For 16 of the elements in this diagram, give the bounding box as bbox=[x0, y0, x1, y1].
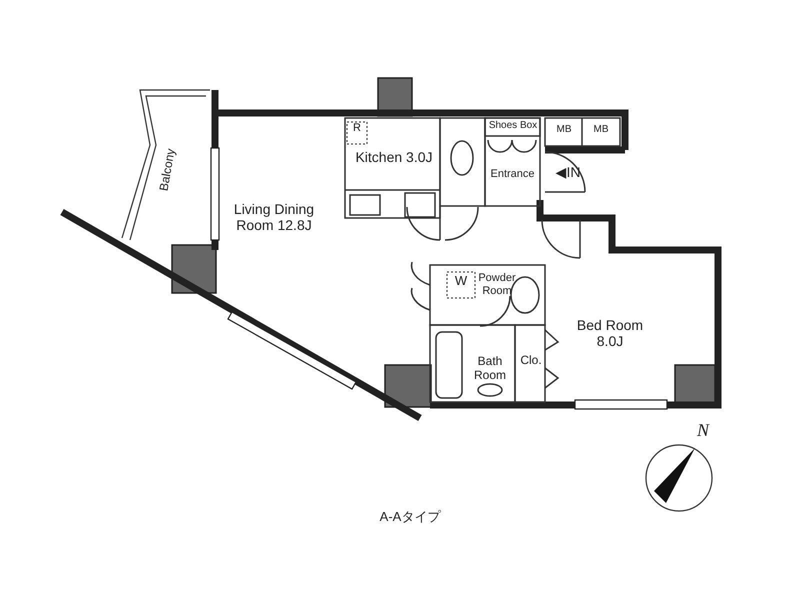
room-label: Entrance bbox=[489, 168, 536, 181]
room-label: Balcony bbox=[156, 146, 179, 194]
fixture-label: Shoes Box bbox=[488, 120, 538, 132]
room-label: Living Dining Room 12.8J bbox=[232, 201, 316, 234]
fixture-label: W bbox=[454, 274, 468, 289]
room-label: Powder Room bbox=[477, 272, 517, 298]
room-label: Bath Room bbox=[472, 355, 507, 383]
caption: A-Aタイプ bbox=[378, 510, 442, 525]
room-label: Kitchen 3.0J bbox=[355, 149, 433, 166]
fixture-label: MB bbox=[556, 124, 572, 136]
north-label: N bbox=[696, 420, 711, 441]
room-label: Bed Room 8.0J bbox=[576, 317, 644, 350]
entrance-marker: ◀IN bbox=[554, 164, 582, 180]
fixture-label: R bbox=[352, 122, 362, 135]
room-label: Clo. bbox=[519, 354, 543, 368]
fixture-label: MB bbox=[592, 124, 610, 136]
